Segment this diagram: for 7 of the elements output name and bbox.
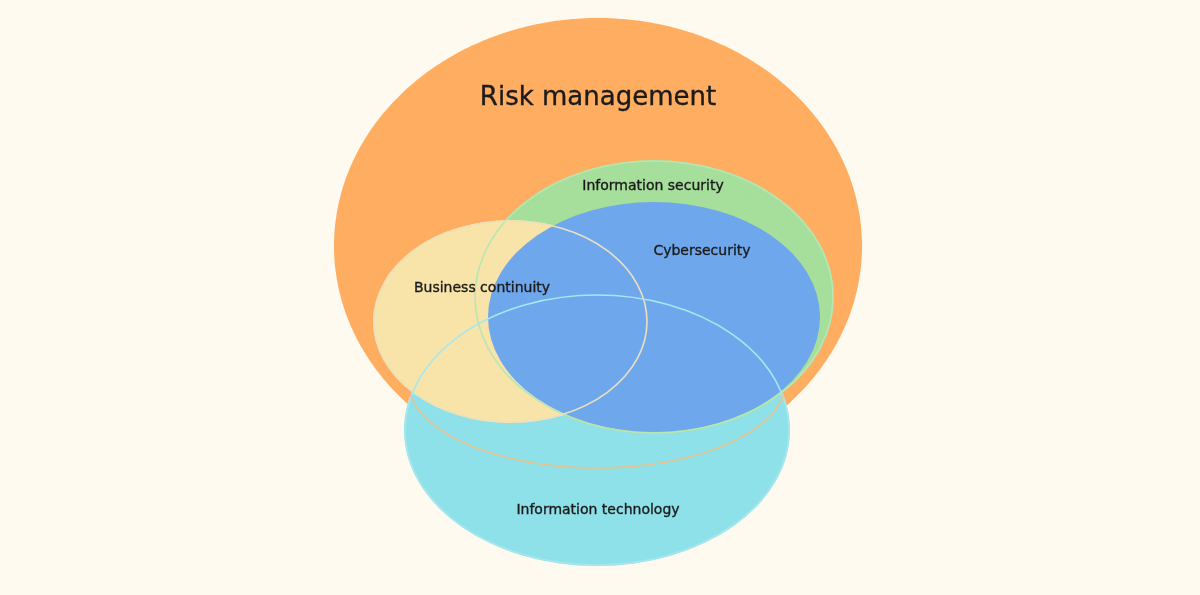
region-label: Cybersecurity [653, 241, 751, 259]
venn-ellipse [373, 220, 648, 423]
venn-ellipse [404, 294, 790, 566]
region-label: Risk management [479, 81, 717, 113]
venn-ellipse [334, 18, 862, 434]
region-label: Information technology [516, 500, 680, 518]
region-label: Information security [582, 176, 724, 194]
